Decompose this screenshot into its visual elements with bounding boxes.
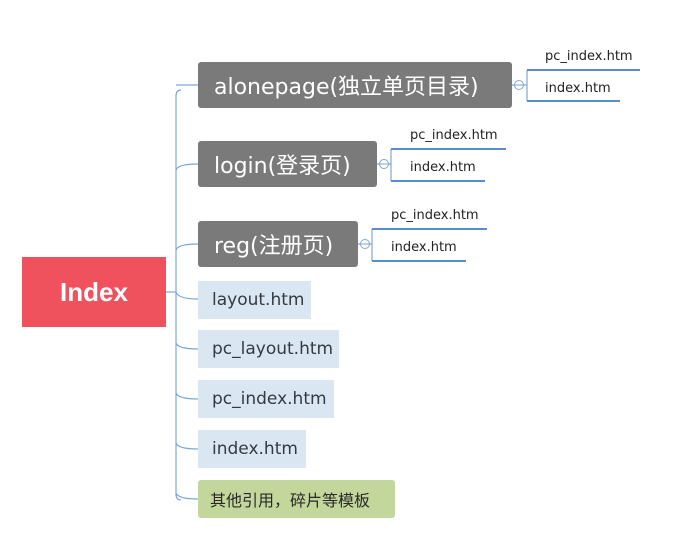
link-file-2 xyxy=(175,392,199,400)
link-file-0 xyxy=(175,291,199,300)
file-label: index.htm xyxy=(212,439,298,459)
trunk-vertical xyxy=(175,89,182,501)
branch-node-alonepage[interactable]: alonepage(独立单页目录) xyxy=(198,62,512,108)
branch-label: reg(注册页) xyxy=(214,234,334,259)
link-file-1 xyxy=(175,342,199,350)
leaf-node[interactable]: index.htm xyxy=(391,240,457,255)
root-node[interactable]: Index xyxy=(22,257,166,327)
branch-label: alonepage(独立单页目录) xyxy=(214,75,479,100)
link-branch-1 xyxy=(175,163,199,171)
file-node-pc-index[interactable]: pc_index.htm xyxy=(198,380,334,418)
file-label: layout.htm xyxy=(212,290,305,310)
other-label: 其他引用，碎片等模板 xyxy=(210,491,371,510)
file-node-layout[interactable]: layout.htm xyxy=(198,281,311,319)
file-label: pc_layout.htm xyxy=(212,339,334,359)
file-node-pc-layout[interactable]: pc_layout.htm xyxy=(198,330,339,368)
file-label: pc_index.htm xyxy=(212,389,327,409)
link-other xyxy=(175,492,199,500)
other-templates-node[interactable]: 其他引用，碎片等模板 xyxy=(198,480,395,518)
link-file-3 xyxy=(175,442,199,450)
leaf-node[interactable]: pc_index.htm xyxy=(410,128,498,143)
branch-node-login[interactable]: login(登录页) xyxy=(198,141,377,187)
leaf-node[interactable]: index.htm xyxy=(410,160,476,175)
branch-node-reg[interactable]: reg(注册页) xyxy=(198,221,358,267)
leaf-node[interactable]: index.htm xyxy=(545,81,611,96)
leaf-node[interactable]: pc_index.htm xyxy=(391,208,479,223)
file-node-index[interactable]: index.htm xyxy=(198,430,306,468)
leaf-node[interactable]: pc_index.htm xyxy=(545,49,633,64)
link-branch-2 xyxy=(175,243,199,251)
branch-label: login(登录页) xyxy=(214,154,351,179)
root-label: Index xyxy=(60,276,128,307)
